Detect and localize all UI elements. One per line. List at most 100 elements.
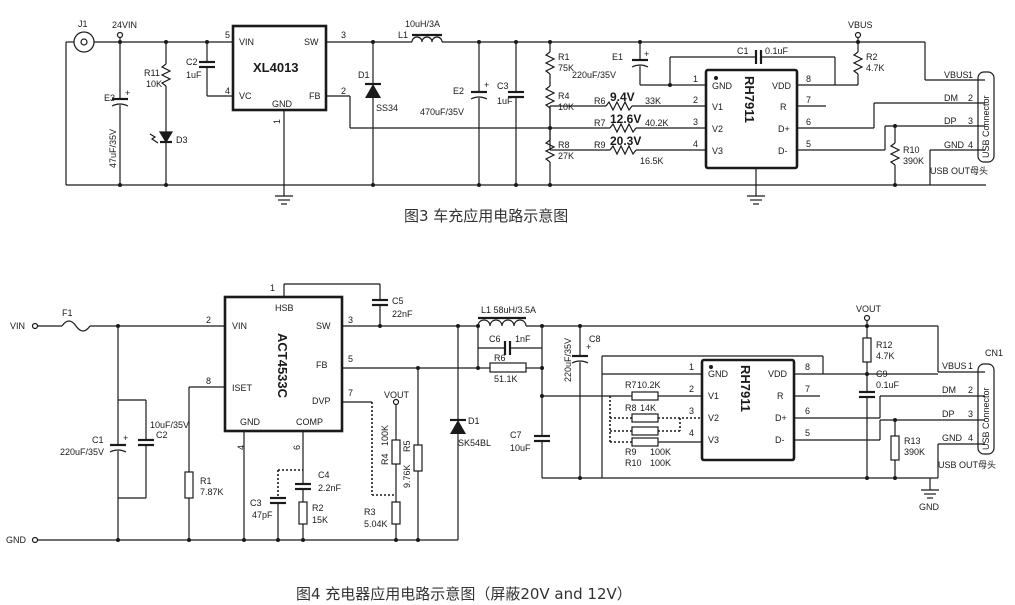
svg-text:R10: R10: [903, 145, 920, 155]
svg-text:4: 4: [968, 140, 973, 150]
svg-text:VBUS: VBUS: [944, 70, 969, 80]
svg-text:COMP: COMP: [296, 417, 323, 427]
svg-text:USB Connector: USB Connector: [981, 95, 991, 158]
label-d1: D1: [358, 70, 370, 80]
label-gnd-symbol: GND: [919, 502, 940, 512]
svg-text:7: 7: [806, 95, 811, 105]
svg-text:5: 5: [806, 139, 811, 149]
svg-text:VOUT: VOUT: [384, 390, 410, 400]
svg-text:C2: C2: [156, 430, 168, 440]
svg-text:2: 2: [689, 384, 694, 394]
svg-text:390K: 390K: [903, 156, 924, 166]
svg-text:3: 3: [341, 30, 346, 40]
svg-text:+: +: [125, 88, 130, 98]
svg-text:C3: C3: [250, 498, 262, 508]
label-r11: R11: [144, 68, 160, 78]
svg-text:SW: SW: [316, 321, 331, 331]
svg-text:20.3V: 20.3V: [610, 134, 641, 148]
svg-text:GND: GND: [712, 81, 733, 91]
svg-text:VDD: VDD: [772, 81, 792, 91]
ic-act4533c-label: ACT4533C: [275, 333, 290, 399]
inductor-l1-fig4: L1 58uH/3.5A: [477, 305, 536, 327]
svg-text:6: 6: [805, 406, 810, 416]
svg-text:2: 2: [206, 315, 211, 325]
svg-text:R7: R7: [594, 118, 606, 128]
svg-text:3: 3: [693, 117, 698, 127]
label-e2-value: 470uF/35V: [420, 107, 464, 117]
label-c2: C2: [186, 57, 198, 67]
svg-text:2: 2: [693, 95, 698, 105]
svg-text:R3: R3: [364, 507, 376, 517]
svg-text:V3: V3: [708, 435, 719, 445]
svg-text:5: 5: [348, 354, 353, 364]
svg-text:7.87K: 7.87K: [200, 487, 224, 497]
svg-text:5: 5: [805, 428, 810, 438]
svg-text:C1: C1: [92, 435, 104, 445]
svg-text:V2: V2: [712, 124, 723, 134]
label-l1-value: 10uH/3A: [405, 19, 440, 29]
svg-text:4: 4: [689, 428, 694, 438]
svg-text:2: 2: [968, 93, 973, 103]
svg-text:1: 1: [272, 119, 282, 124]
svg-text:V1: V1: [708, 391, 719, 401]
label-c1: C1: [737, 46, 749, 56]
usb-connector-fig4: CN1 VBUS DM DP GND 1 2 3 4 USB Connector…: [938, 348, 1003, 470]
svg-text:2.2nF: 2.2nF: [318, 483, 342, 493]
capacitor-e2: E2 + 470uF/35V: [420, 42, 489, 185]
svg-text:5.04K: 5.04K: [364, 519, 388, 529]
svg-text:5: 5: [225, 30, 230, 40]
svg-text:+: +: [123, 433, 128, 443]
svg-text:7: 7: [348, 388, 353, 398]
svg-text:USB OUT母头: USB OUT母头: [938, 460, 996, 470]
svg-text:22nF: 22nF: [392, 309, 413, 319]
svg-text:HSB: HSB: [275, 303, 294, 313]
svg-text:R9: R9: [625, 447, 637, 457]
svg-text:R: R: [780, 102, 787, 112]
svg-text:R8: R8: [625, 403, 637, 413]
svg-text:+: +: [644, 49, 649, 59]
ic-rh7911-fig4-label: RH7911: [738, 365, 753, 412]
svg-text:D+: D+: [775, 413, 787, 423]
capacitor-c1-fig4: + C1 220uF/35V: [60, 433, 128, 498]
svg-text:VIN: VIN: [232, 321, 247, 331]
svg-text:SW: SW: [304, 37, 319, 47]
svg-text:R4: R4: [380, 453, 390, 465]
svg-text:VIN: VIN: [239, 37, 254, 47]
svg-text:40.2K: 40.2K: [645, 118, 669, 128]
svg-text:47pF: 47pF: [252, 510, 273, 520]
svg-text:R6: R6: [494, 353, 506, 363]
svg-text:8: 8: [206, 376, 211, 386]
svg-text:51.1K: 51.1K: [494, 374, 518, 384]
svg-text:GND: GND: [942, 433, 963, 443]
fuse-f1: F1: [61, 308, 91, 332]
capacitor-c3: C3 1uF: [497, 42, 524, 185]
svg-text:R2: R2: [312, 503, 324, 513]
label-vbus: VBUS: [848, 20, 873, 30]
capacitor-c1: C1 0.1uF: [669, 46, 836, 85]
svg-text:10.2K: 10.2K: [637, 380, 661, 390]
svg-text:6: 6: [806, 117, 811, 127]
capacitor-c2-fig4: C2 10uF/35V: [138, 400, 189, 498]
svg-text:DM: DM: [944, 93, 958, 103]
svg-text:GND: GND: [708, 369, 729, 379]
svg-text:100K: 100K: [650, 458, 671, 468]
svg-text:SK54BL: SK54BL: [458, 438, 491, 448]
svg-text:4: 4: [693, 139, 698, 149]
svg-text:D-: D-: [778, 146, 788, 156]
diode-d1: D1 SS34: [358, 42, 398, 185]
label-e3-value: 47uF/35V: [108, 129, 118, 168]
label-c3: C3: [497, 81, 509, 91]
label-e2: E2: [453, 86, 464, 96]
figure-4: VIN F1 GND + C1 220uF/35V C2 10uF/35V R1…: [6, 283, 1003, 603]
capacitor-e1: E1 + 220uF/35V: [572, 42, 706, 86]
svg-text:ISET: ISET: [232, 383, 253, 393]
svg-text:V2: V2: [708, 413, 719, 423]
svg-text:15K: 15K: [312, 515, 328, 525]
svg-text:7: 7: [805, 384, 810, 394]
svg-text:27K: 27K: [558, 151, 574, 161]
svg-text:D1: D1: [468, 416, 480, 426]
svg-text:GND: GND: [240, 417, 261, 427]
svg-text:R6: R6: [594, 96, 606, 106]
